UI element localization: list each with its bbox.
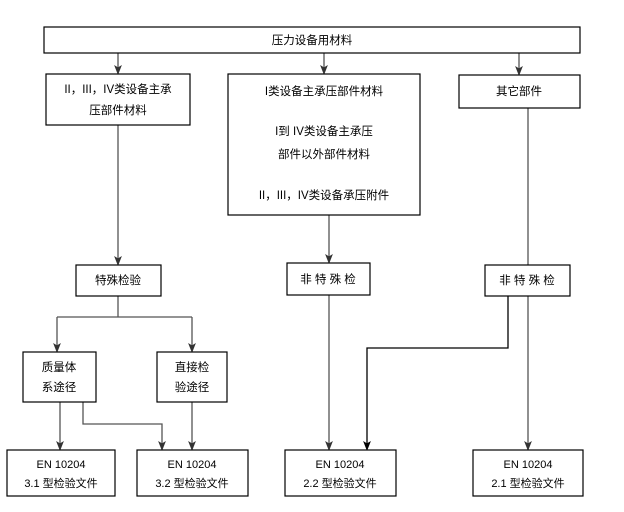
node-direct-inspection-route[interactable]: 直接检 验途径 [156, 351, 228, 403]
node-class-2-3-4-main-pressure-parts[interactable]: II，III，IV类设备主承 压部件材料 [45, 73, 191, 126]
node-non-special-inspection-right[interactable]: 非 特 殊 检 [484, 264, 571, 297]
node-label: 压力设备用材料 [272, 33, 353, 47]
node-quality-system-route[interactable]: 质量体 系途径 [22, 351, 97, 403]
node-en-10204-2-1-document[interactable]: EN 10204 2.1 型检验文件 [472, 449, 584, 497]
node-label-line-4: II，III，IV类设备承压附件 [259, 188, 389, 202]
node-label-line-2: 系途径 [42, 380, 77, 394]
node-en-10204-2-2-document[interactable]: EN 10204 2.2 型检验文件 [284, 449, 397, 497]
node-label: 非 特 殊 检 [499, 273, 555, 287]
node-label-line-1: I类设备主承压部件材料 [265, 84, 384, 98]
node-label-line-2: 验途径 [175, 380, 210, 394]
node-label-line-1: EN 10204 [37, 459, 86, 471]
node-label: 非 特 殊 检 [300, 272, 356, 286]
node-layer: 压力设备用材料 II，III，IV类设备主承 压部件材料 I类设备主承压部件材料… [6, 26, 584, 497]
node-special-inspection[interactable]: 特殊检验 [75, 264, 162, 297]
node-label: 特殊检验 [95, 273, 141, 287]
node-label-line-2: 3.1 型检验文件 [24, 476, 97, 490]
edge-quality-system-to-doc-32 [82, 402, 166, 451]
node-label-line-2: I到 IV类设备主承压 [275, 124, 373, 138]
node-label-line-1: EN 10204 [168, 459, 217, 471]
node-label-line-1: 质量体 [42, 360, 77, 374]
node-label-line-2: 2.2 型检验文件 [303, 476, 376, 490]
node-en-10204-3-2-document[interactable]: EN 10204 3.2 型检验文件 [136, 449, 249, 497]
node-label-line-2: 压部件材料 [89, 103, 147, 117]
node-label-line-1: EN 10204 [316, 459, 365, 471]
node-non-special-inspection-center[interactable]: 非 特 殊 检 [286, 262, 371, 296]
node-other-parts[interactable]: 其它部件 [458, 74, 581, 109]
node-label-line-1: II，III，IV类设备主承 [64, 82, 172, 96]
node-pressure-equipment-material[interactable]: 压力设备用材料 [43, 26, 581, 54]
node-label-line-2: 2.1 型检验文件 [491, 476, 564, 490]
node-en-10204-3-1-document[interactable]: EN 10204 3.1 型检验文件 [6, 449, 116, 497]
node-label-line-3: 部件以外部件材料 [278, 147, 370, 161]
node-label-line-2: 3.2 型检验文件 [155, 476, 228, 490]
edge-special-inspection-bus [57, 296, 192, 318]
node-label-line-1: 直接检 [175, 360, 210, 374]
node-class-1-and-other-parts[interactable]: I类设备主承压部件材料 I到 IV类设备主承压 部件以外部件材料 II，III，… [227, 73, 421, 216]
node-label: 其它部件 [496, 84, 542, 98]
node-label-line-1: EN 10204 [504, 459, 553, 471]
edge-non-special-right-to-doc-22 [363, 296, 509, 451]
